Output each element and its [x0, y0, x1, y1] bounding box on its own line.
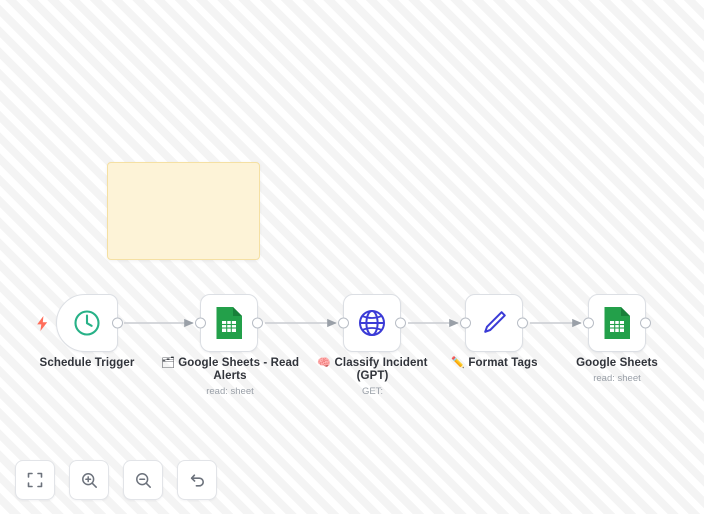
node-subtitle-google-sheets-read-alerts: read: sheet	[206, 386, 254, 397]
clock-icon	[70, 306, 104, 340]
fit-to-view-button[interactable]	[15, 460, 55, 500]
canvas-toolbar[interactable]	[15, 460, 217, 500]
input-port-classify-incident-gpt[interactable]	[338, 317, 349, 329]
output-port-google-sheets-read-alerts[interactable]	[252, 317, 263, 329]
zoom-out-button[interactable]	[123, 460, 163, 500]
caption-schedule-trigger: Schedule Trigger	[7, 357, 167, 373]
output-port-format-tags[interactable]	[517, 317, 528, 329]
google-sheets-icon	[212, 306, 246, 340]
google-sheets-icon	[600, 306, 634, 340]
caption-classify-incident-gpt: 🧠 Classify Incident (GPT) GET:	[306, 357, 439, 397]
globe-icon	[355, 306, 389, 340]
caption-format-tags: ✏️ Format Tags	[432, 357, 557, 373]
input-port-google-sheets-read-alerts[interactable]	[195, 317, 206, 329]
node-title-google-sheets: Google Sheets	[576, 357, 658, 369]
output-port-google-sheets[interactable]	[640, 317, 651, 329]
node-title-text-classify-incident-gpt: Classify Incident (GPT)	[334, 357, 428, 382]
pencil-icon	[477, 306, 511, 340]
node-schedule-trigger[interactable]	[36, 294, 123, 352]
zoom-out-icon	[135, 472, 152, 489]
reset-zoom-button[interactable]	[177, 460, 217, 500]
zoom-in-button[interactable]	[69, 460, 109, 500]
node-title-text-format-tags: Format Tags	[468, 357, 538, 369]
node-format-tags[interactable]	[460, 294, 528, 352]
node-google-sheets-read-alerts[interactable]	[195, 294, 263, 352]
zoom-in-icon	[81, 472, 98, 489]
fit-to-view-icon	[27, 472, 43, 488]
node-title-text-google-sheets-read-alerts: Google Sheets - Read Alerts	[178, 357, 300, 382]
node-subtitle-classify-incident-gpt: GET:	[361, 386, 384, 397]
caption-google-sheets-read-alerts: 🗂 Google Sheets - Read Alerts read: shee…	[154, 357, 306, 397]
undo-arrow-icon	[189, 472, 206, 489]
pencil-emoji-icon: ✏️	[451, 357, 466, 369]
brain-emoji-icon: 🧠	[317, 357, 332, 369]
node-title-classify-incident-gpt: 🧠 Classify Incident (GPT)	[306, 357, 439, 383]
lightning-bolt-icon	[35, 315, 49, 331]
output-port-schedule-trigger[interactable]	[112, 317, 123, 329]
input-port-google-sheets[interactable]	[583, 317, 594, 329]
node-subtitle-google-sheets: read: sheet	[593, 373, 641, 384]
node-classify-incident-gpt[interactable]	[338, 294, 406, 352]
node-title-schedule-trigger: Schedule Trigger	[39, 357, 135, 369]
sticky-note-text	[108, 163, 259, 179]
input-port-format-tags[interactable]	[460, 317, 471, 329]
sticky-note[interactable]	[107, 162, 260, 260]
caption-google-sheets: Google Sheets read: sheet	[549, 357, 685, 384]
node-title-format-tags: ✏️ Format Tags	[432, 357, 557, 370]
document-emoji-icon: 🗂	[160, 357, 175, 369]
node-google-sheets[interactable]	[583, 294, 651, 352]
output-port-classify-incident-gpt[interactable]	[395, 317, 406, 329]
node-title-google-sheets-read-alerts: 🗂 Google Sheets - Read Alerts	[154, 357, 306, 383]
